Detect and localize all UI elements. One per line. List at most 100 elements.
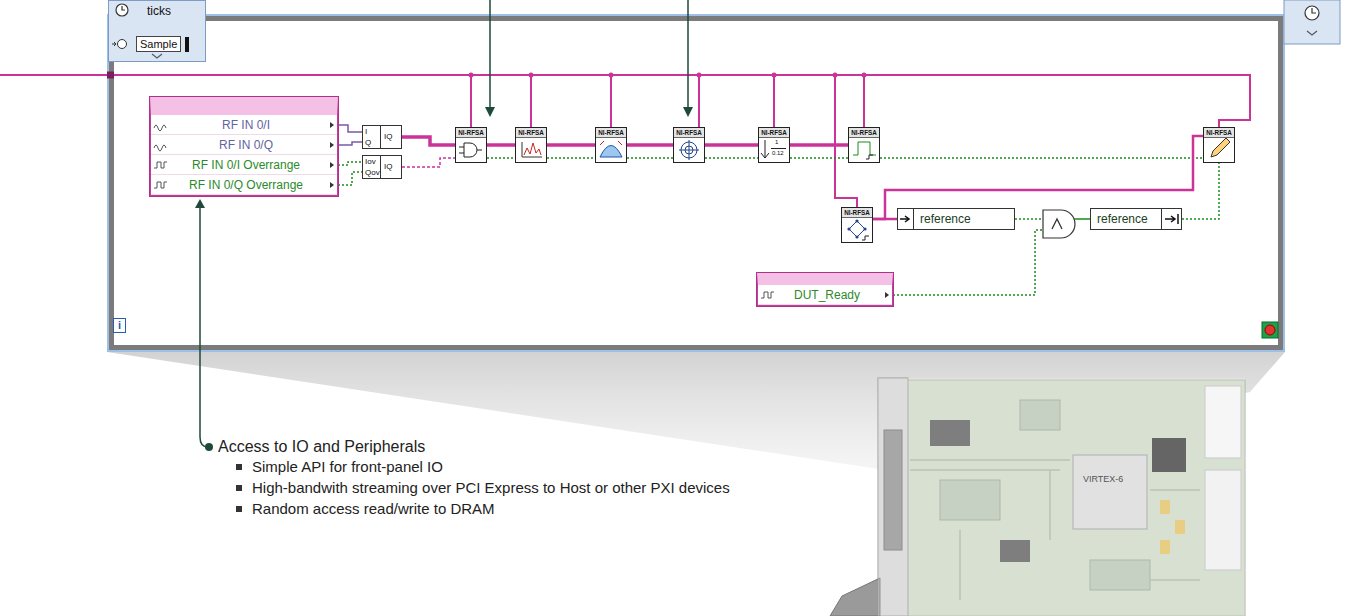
wire [547,143,595,147]
expand-chevron [152,54,162,58]
node-text: NI-RFSA [759,128,789,138]
rfsa-vi-block: NI-RFSA [673,127,705,163]
and-symbol [1052,219,1062,229]
node-text: Iov [365,157,376,166]
arrow-head [195,199,205,208]
rfsa-vi-block: NI-RFSA [1203,127,1235,163]
constellation-dot [855,235,858,238]
spectrum-trace [524,143,541,155]
timed-loop-frame: i RF IN 0/IRF IN 0/QRF IN 0/I OverrangeRF… [107,14,1285,352]
constellation-dot [863,227,866,230]
loop-frame [112,19,1281,348]
gate-icon [464,143,477,157]
q-overrange-wire [338,172,362,185]
card-fade [878,378,1245,616]
digital-icon [154,182,167,188]
wire [873,136,1203,219]
pulse-shape [853,142,876,155]
callout-bullet: Random access read/write to DRAM [252,500,495,518]
clock-hands [1312,8,1316,13]
node-text: NI-RFSA [849,128,879,138]
junction-dot [609,73,614,78]
clock-hands [122,6,125,10]
clock-icon [116,4,128,16]
wire [705,143,758,147]
node-text: NI-RFSA [596,128,626,138]
fraction-bar [771,148,786,149]
wire [487,143,515,147]
pencil-body [1211,138,1230,157]
terminal-triangle [885,292,889,298]
fpga-io-node: RF IN 0/IRF IN 0/QRF IN 0/I OverrangeRF … [150,97,338,196]
decimate-icon [761,140,786,158]
bullet-square [236,464,242,470]
write-arrow [1165,214,1178,224]
constellation-dot [847,227,850,230]
feedback-node: reference [897,208,1015,230]
rfsa-vi-block: NI-RFSA [515,127,547,163]
node-text: Qov [365,168,380,177]
bullet-square [236,506,242,512]
input-node-ground [108,0,206,62]
wire [338,162,362,165]
node-text: Sample [140,37,177,51]
node-text: i [113,318,126,333]
node-text: IQ [380,156,392,178]
node-text: RF IN 0/Q [151,135,337,155]
node-text: NI-RFSA [456,128,486,138]
callout-heading: Access to IO and Peripherals [218,437,425,457]
node-text: RF IN 0/Q Overrange [151,175,337,195]
session-drops [471,75,864,207]
loop-option-box: Sample [136,36,181,52]
terminal-triangle [330,122,334,128]
gate-icon [459,143,482,157]
io-row-terminals [330,122,889,298]
node-text: NI-RFSA [842,208,872,218]
input-arrow [112,42,116,46]
junction-dot [833,73,838,78]
arrow-head [683,107,693,117]
callout-arrow [490,0,688,108]
node-text: NI-RFSA [674,128,704,138]
bullet-square [236,485,242,491]
fpga-io-node: DUT_Ready [757,273,893,306]
node-text: I [365,127,367,136]
stop-terminal [1262,322,1278,338]
rfsa-vi-block: NI-RFSA [841,207,873,243]
wire [627,143,673,147]
wire-junctions [469,73,867,78]
constellation-icon [847,219,869,240]
terminal-triangle [330,142,334,148]
target-cross [679,140,699,160]
rfsa-vi-block: NI-RFSA10.12 [758,127,790,163]
loop-tunnel [107,72,114,79]
bell-icon [600,141,622,157]
junction-dot [697,73,702,78]
leader-dot [205,443,213,451]
node-text: reference [913,209,1014,229]
spectrum-icon [522,142,542,157]
expand-chevron [1307,31,1317,35]
wire [880,157,1203,159]
gate-icon-leads [459,147,482,153]
node-text: reference [1091,209,1162,229]
target-icon [679,140,699,160]
pencil-icon [1211,138,1230,157]
junction-dot [529,73,534,78]
loop-outer-border [108,15,1284,351]
wire [402,137,455,145]
junction-dot [469,73,474,78]
node-text: RF IN 0/I Overrange [151,155,337,175]
digital-icon [761,292,774,298]
down-arrow [761,140,769,158]
bell-curve [600,146,622,158]
rfsa-vi-block: NI-RFSA [595,127,627,163]
local-variable-node: reference [1090,208,1182,230]
junction-dot [862,73,867,78]
output-node [1284,0,1340,44]
stop-symbol [1265,325,1275,335]
analog-icon [154,145,166,151]
